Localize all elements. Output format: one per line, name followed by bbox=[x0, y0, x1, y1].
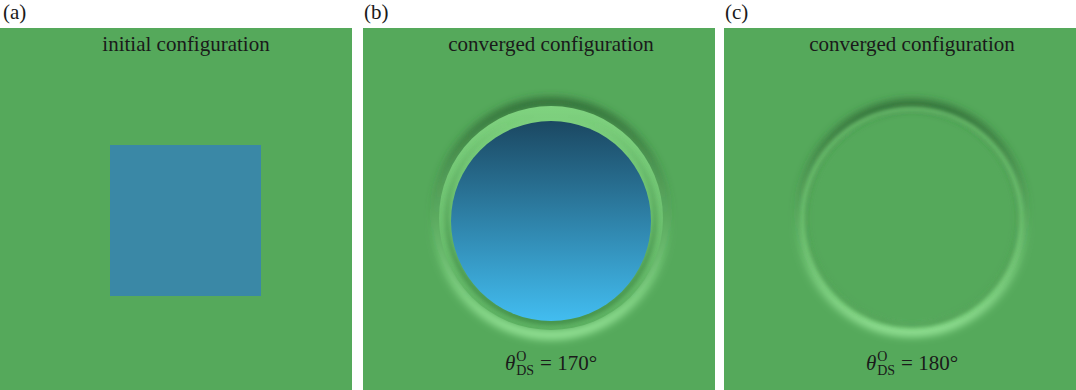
substrate-panel bbox=[363, 28, 715, 390]
contact-angle-formula: θODS = 180° bbox=[866, 350, 958, 378]
substrate-panel bbox=[724, 28, 1076, 390]
droplet-square bbox=[110, 145, 261, 296]
angle-value: = 180° bbox=[901, 351, 958, 376]
panel-label: (c) bbox=[725, 0, 748, 25]
contact-angle-formula: θODS = 170° bbox=[505, 350, 597, 378]
ring-inner-shade bbox=[806, 113, 1018, 325]
ring-highlight bbox=[437, 107, 665, 335]
droplet-rim bbox=[439, 106, 663, 330]
droplet-circle bbox=[451, 121, 651, 321]
panel-title: converged configuration bbox=[448, 32, 653, 57]
panel-label: (a) bbox=[3, 0, 26, 25]
angle-symbol: θ bbox=[505, 351, 515, 376]
substrate-panel bbox=[0, 28, 352, 390]
panel-title: initial configuration bbox=[102, 32, 269, 57]
angle-symbol: θ bbox=[866, 351, 876, 376]
index-stack: ODS bbox=[516, 350, 534, 378]
ring-highlight bbox=[801, 110, 1023, 332]
superscript: O bbox=[516, 350, 526, 364]
panel-label: (b) bbox=[364, 0, 389, 25]
rim-shade bbox=[447, 114, 655, 322]
panel-title: converged configuration bbox=[809, 32, 1014, 57]
index-stack: ODS bbox=[877, 350, 895, 378]
droplet-ring bbox=[803, 109, 1021, 327]
subscript: DS bbox=[877, 364, 895, 378]
subscript: DS bbox=[516, 364, 534, 378]
superscript: O bbox=[877, 350, 887, 364]
angle-value: = 170° bbox=[540, 351, 597, 376]
